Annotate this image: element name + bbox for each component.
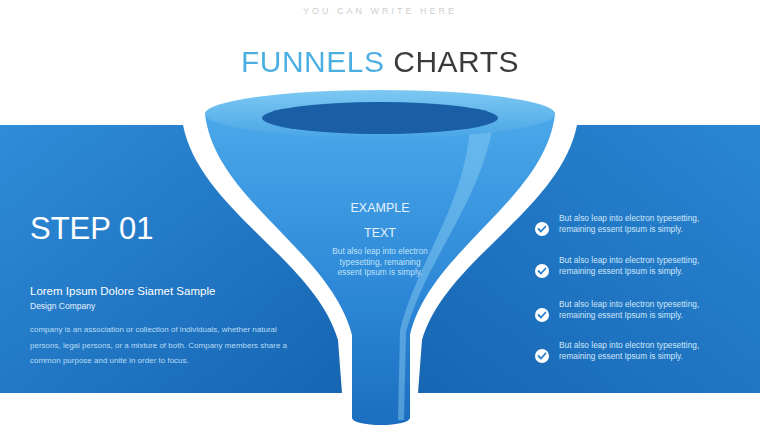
funnel-text: But also leap into electron typesetting,…	[330, 246, 430, 278]
step-heading: STEP 01	[30, 211, 154, 247]
slide-title: FUNNELS CHARTS	[241, 44, 519, 80]
step-panel: STEP 01 Lorem Ipsum Dolore Siamet SampleD…	[0, 125, 340, 393]
title-wrap: FUNNELS CHARTS	[0, 44, 760, 80]
bullet-text: But also leap into electron typesetting,…	[559, 299, 729, 320]
bullet-text: But also leap into electron typesetting,…	[559, 213, 729, 234]
funnel-heading: EXAMPLE TEXT	[325, 196, 435, 246]
funnel-opening	[262, 102, 498, 134]
check-marks	[539, 227, 546, 359]
check-icons	[535, 222, 549, 363]
funnel-body	[205, 114, 555, 425]
funnel-stage: EXAMPLE TEXTBut also leap into electron …	[325, 196, 435, 296]
company-label: Design Company	[30, 301, 95, 311]
sample-heading: Lorem Ipsum Dolore Siamet Sample	[30, 285, 215, 297]
funnel-rim	[205, 90, 555, 138]
subtitle-label: YOU CAN WRITE HERE	[0, 6, 760, 16]
bullet-text: But also leap into electron typesetting,…	[559, 255, 729, 276]
body-text: company is an association or collection …	[30, 322, 298, 369]
bullet-panel: But also leap into electron typesetting,…	[555, 205, 735, 375]
bullet-text: But also leap into electron typesetting,…	[559, 340, 729, 361]
